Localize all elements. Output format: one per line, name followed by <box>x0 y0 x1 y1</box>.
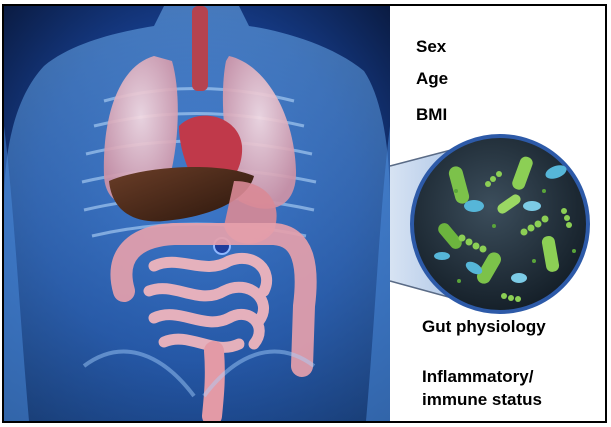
label-inflammatory-line2: immune status <box>422 389 542 411</box>
trachea <box>192 6 208 91</box>
figure-frame: Sex Age BMI Gut physiology Inflammatory/… <box>2 4 607 423</box>
label-inflammatory-line1: Inflammatory/ <box>422 366 533 388</box>
label-bmi: BMI <box>416 104 447 126</box>
torso-illustration <box>4 6 390 421</box>
magnifier-cone <box>390 144 474 304</box>
label-age: Age <box>416 68 448 90</box>
human-torso-organs-icon <box>4 6 390 421</box>
lens-circle <box>412 136 588 312</box>
bacteria <box>434 155 576 302</box>
label-gut-physiology: Gut physiology <box>422 316 546 338</box>
label-sex: Sex <box>416 36 446 58</box>
